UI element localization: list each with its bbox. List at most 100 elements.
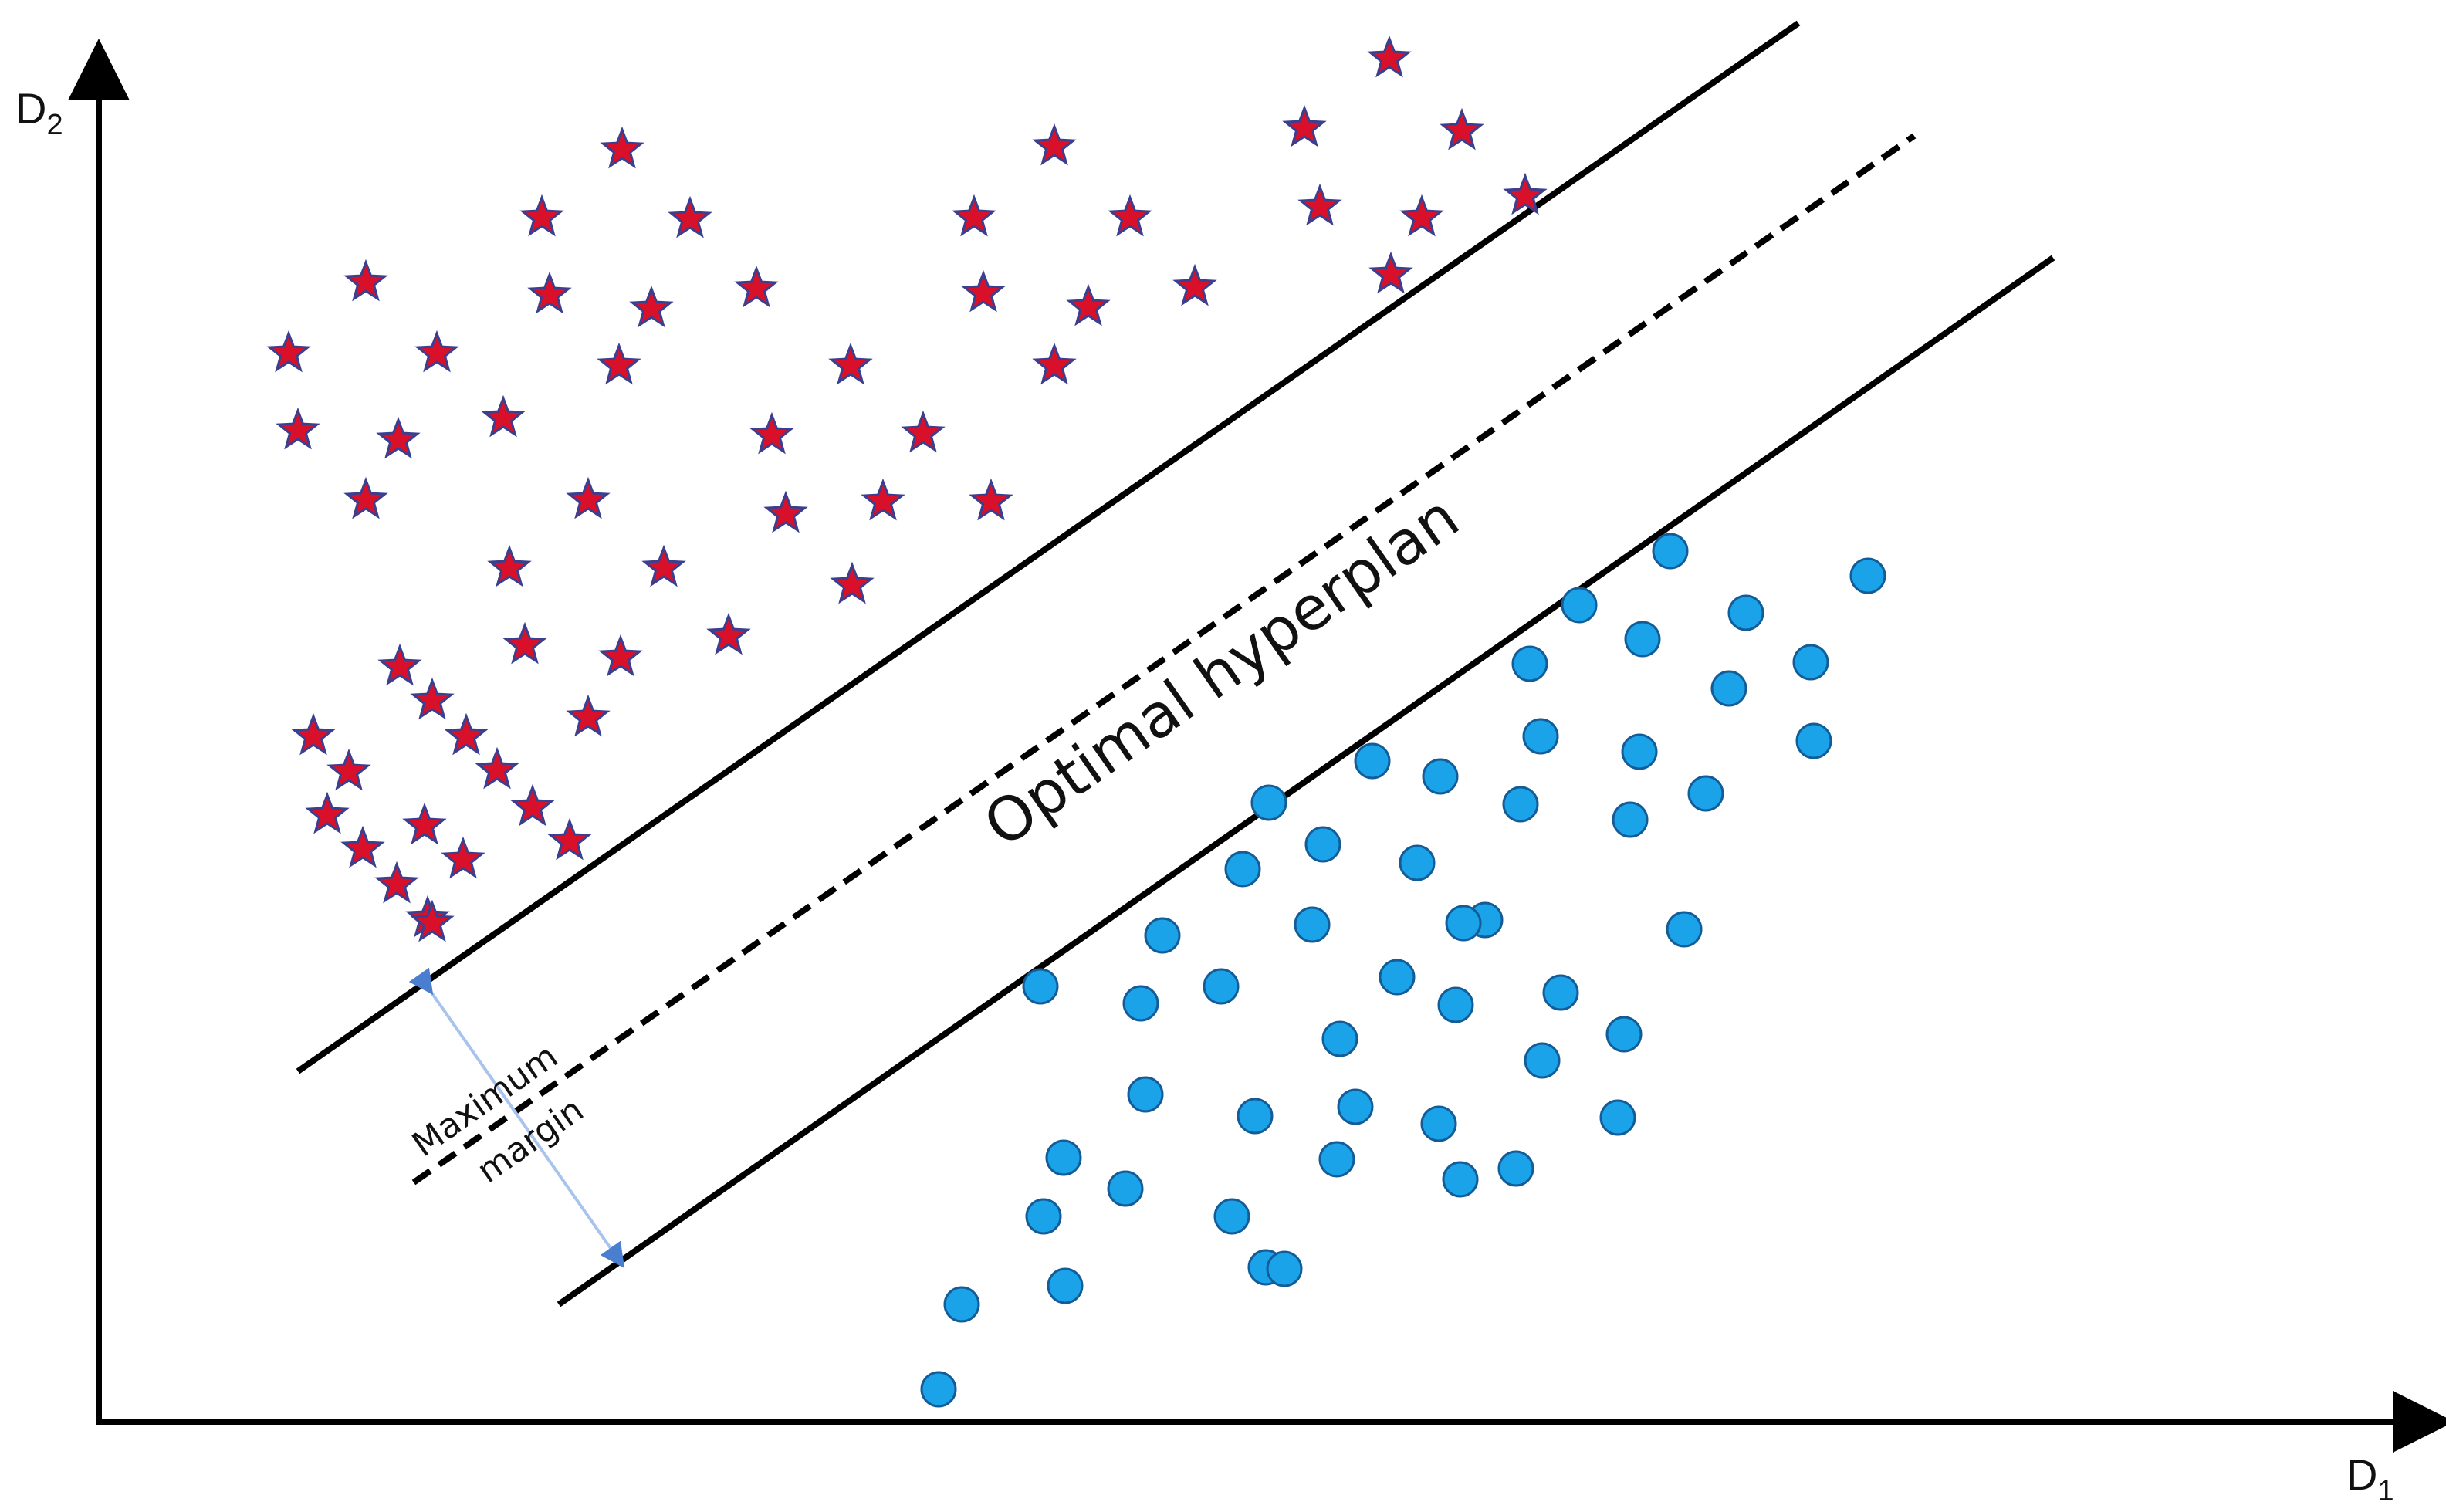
circle-icon — [1542, 974, 1579, 1011]
star-icon — [1032, 123, 1077, 166]
star-icon — [1297, 183, 1342, 226]
circle-icon — [1304, 826, 1341, 863]
star-icon — [600, 126, 644, 169]
circle-icon — [1522, 718, 1559, 755]
star-icon — [830, 561, 875, 604]
star-icon — [374, 861, 419, 904]
circle-icon — [1687, 775, 1724, 812]
circle-icon — [1422, 758, 1459, 795]
lower-margin-line — [557, 255, 2055, 1307]
circle-icon — [1321, 1020, 1358, 1057]
circle-icon — [1727, 594, 1764, 631]
star-icon — [410, 899, 455, 942]
circle-icon — [920, 1371, 957, 1408]
star-icon — [901, 410, 946, 453]
star-icon — [566, 476, 611, 519]
circle-icon — [1524, 1042, 1561, 1079]
optimal-hyperplane-line — [411, 133, 1917, 1186]
circle-icon — [1354, 742, 1391, 780]
star-icon — [1367, 35, 1412, 78]
star-icon — [414, 330, 459, 373]
circle-icon — [1127, 1076, 1164, 1113]
star-icon — [475, 746, 519, 790]
star-icon — [519, 194, 564, 237]
star-icon — [343, 476, 388, 519]
y-axis-label: D2 — [15, 84, 63, 141]
circle-icon — [1045, 1139, 1082, 1176]
circle-icon — [1025, 1198, 1062, 1235]
circle-icon — [1266, 1250, 1303, 1287]
hyperplane-lines — [296, 20, 2055, 1307]
circle-icon — [1318, 1141, 1355, 1178]
circle-icon — [1624, 621, 1661, 658]
star-icon — [441, 836, 485, 879]
circle-icon — [1652, 533, 1689, 570]
circle-icon — [1612, 801, 1649, 838]
star-icon — [952, 194, 996, 237]
circle-icon — [1047, 1267, 1084, 1304]
circle-icon — [1792, 644, 1829, 681]
star-icon — [510, 783, 555, 827]
circle-icon — [1250, 784, 1287, 821]
star-icon — [1368, 251, 1413, 294]
star-icon — [377, 643, 422, 686]
circle-icon — [1666, 911, 1703, 948]
circle-class-points — [920, 533, 1886, 1408]
circle-icon — [1144, 917, 1181, 954]
circle-icon — [1497, 1150, 1534, 1187]
circle-icon — [1621, 733, 1658, 770]
star-icon — [444, 712, 489, 756]
circle-icon — [1237, 1098, 1274, 1135]
circle-icon — [1442, 1161, 1479, 1198]
star-icon — [1282, 104, 1327, 147]
circle-icon — [1605, 1016, 1643, 1053]
star-icon — [343, 259, 388, 302]
axes — [68, 39, 2446, 1453]
circle-icon — [1213, 1198, 1250, 1235]
star-icon — [706, 612, 751, 655]
star-icon — [861, 478, 905, 521]
star-icon — [326, 748, 371, 791]
star-class-points — [266, 35, 1548, 942]
star-icon — [566, 694, 611, 737]
star-icon — [597, 342, 641, 385]
star-icon — [266, 330, 311, 373]
star-icon — [527, 271, 572, 314]
star-icon — [961, 269, 1006, 313]
circle-icon — [1122, 985, 1159, 1022]
circle-icon — [1437, 986, 1474, 1023]
star-icon — [487, 544, 532, 587]
star-icon — [734, 265, 779, 308]
circle-icon — [1203, 968, 1240, 1005]
star-icon — [749, 411, 794, 455]
margin-arrow — [408, 967, 625, 1269]
star-icon — [1032, 342, 1077, 385]
circle-icon — [1224, 851, 1261, 888]
star-icon — [763, 490, 808, 533]
star-icon — [410, 677, 455, 720]
circle-icon — [1022, 968, 1059, 1005]
star-icon — [629, 285, 674, 328]
x-axis-label: D1 — [2346, 1450, 2394, 1507]
hyperplane-label: Optimal hyperplan — [972, 482, 1471, 861]
circle-icon — [1379, 959, 1416, 996]
circle-icon — [1445, 905, 1482, 942]
circle-icon — [943, 1286, 980, 1323]
circle-icon — [1399, 844, 1436, 881]
circle-icon — [1420, 1105, 1457, 1142]
circle-icon — [1337, 1088, 1374, 1125]
circle-icon — [1710, 670, 1747, 707]
circle-icon — [1107, 1170, 1144, 1207]
star-icon — [1503, 172, 1548, 215]
star-icon — [305, 791, 350, 834]
star-icon — [1066, 283, 1111, 326]
circle-icon — [1795, 722, 1832, 759]
star-icon — [547, 817, 592, 861]
star-icon — [291, 712, 336, 756]
circle-icon — [1849, 557, 1886, 594]
star-icon — [481, 394, 526, 438]
star-icon — [598, 634, 643, 677]
star-icon — [1399, 194, 1444, 237]
circle-icon — [1511, 645, 1548, 682]
